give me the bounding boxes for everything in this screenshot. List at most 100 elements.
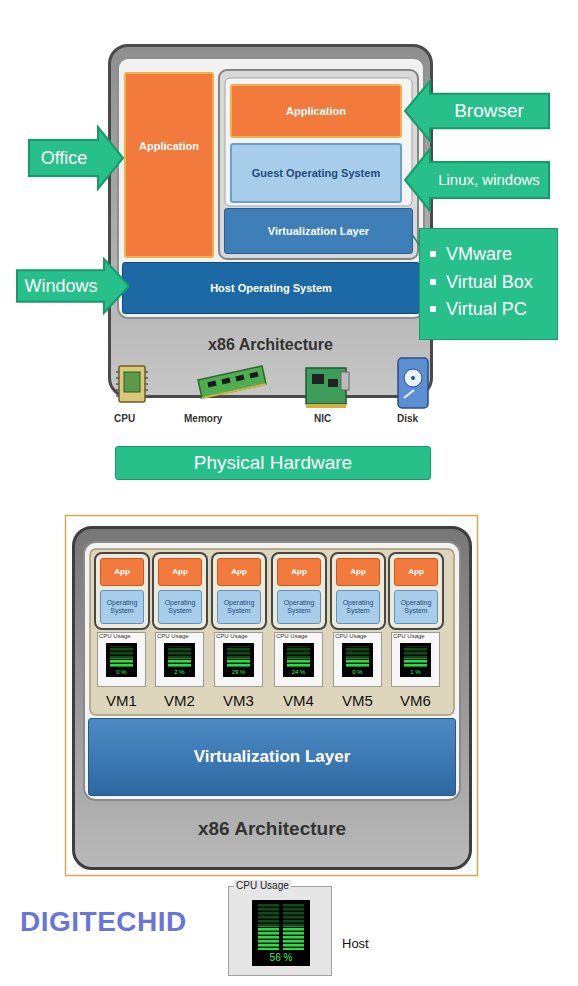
box-text: App: [350, 567, 366, 576]
host-widget-screen: [252, 900, 310, 966]
nic-contacts: [306, 404, 346, 408]
usage-bars-idle: [258, 904, 279, 926]
monitor-title: CPU Usage: [393, 633, 425, 640]
box-text: Operating System: [159, 599, 201, 615]
box-text: App: [231, 567, 247, 576]
os-box: Operating System: [394, 590, 438, 624]
vm-column: [389, 553, 443, 687]
nic-chip: [328, 379, 338, 387]
os-box: Operating System: [158, 590, 202, 624]
host-cpu-monitor: CPU Usage56 %: [228, 880, 332, 976]
usage-bars-active: [258, 926, 279, 950]
callout-arrow-shape: [405, 149, 549, 211]
host-widget-frame: [229, 887, 332, 976]
box-text: Host Operating System: [210, 282, 332, 295]
cpu-icon: [116, 366, 148, 402]
architecture-frame: x86 ArchitectureApplicationApplicationGu…: [108, 44, 433, 398]
os-box: Operating System: [277, 590, 321, 624]
host-label: Host: [342, 937, 369, 952]
cpu-usage-monitor: CPU Usage24 %VM4: [274, 632, 323, 687]
box-text: App: [408, 567, 424, 576]
disk-arm: [404, 390, 414, 398]
bullet-mark: [430, 279, 436, 285]
usage-bars-active: [283, 926, 304, 950]
box-text: Virtualization Layer: [194, 747, 351, 767]
vm-column: [95, 553, 149, 687]
box-text: Application: [286, 105, 346, 118]
box-text: Operating System: [395, 599, 437, 615]
hardware-label: Disk: [397, 413, 418, 425]
box-text: Operating System: [278, 599, 320, 615]
cpu-usage-monitor: CPU Usage0 %VM1: [97, 632, 146, 687]
vm-column: [212, 553, 266, 687]
cpu-usage-monitor: CPU Usage0 %VM5: [333, 632, 382, 687]
hardware-label: NIC: [314, 413, 331, 425]
callout-arrow-shape: [29, 127, 123, 189]
usage-percent: 56 %: [252, 952, 310, 964]
os-box: Operating System: [100, 590, 144, 624]
box-text: Physical Hardware: [194, 452, 352, 474]
list-row: Virtual Box: [430, 271, 551, 294]
usage-percent: 2 %: [164, 669, 195, 676]
app-box: App: [394, 558, 438, 586]
app-box: App: [217, 558, 261, 586]
vm-name: VM4: [268, 692, 329, 709]
box-text: Operating System: [337, 599, 379, 615]
hardware-label: CPU: [114, 413, 135, 425]
vm-name: VM6: [385, 692, 446, 709]
cpu-usage-monitor: CPU Usage1 %VM6: [391, 632, 440, 687]
monitor-title: CPU Usage: [99, 633, 131, 640]
disk-body: [398, 358, 428, 408]
hypervisor-list-box: VMwareVirtual BoxVirtual PC: [419, 228, 558, 340]
host-panel: [118, 58, 424, 318]
host-os-band: Host Operating System: [122, 262, 420, 314]
app-box: App: [277, 558, 321, 586]
cpu-usage-monitor: CPU Usage29 %VM3: [214, 632, 263, 687]
disk-icon: [398, 358, 428, 408]
monitor-title: CPU Usage: [216, 633, 248, 640]
callout-arrow-shape: [17, 259, 129, 313]
callout-text: Office: [30, 140, 98, 176]
usage-percent: 1 %: [400, 669, 431, 676]
vm-name: VM5: [327, 692, 388, 709]
hardware-label: Memory: [184, 413, 222, 425]
nic-icon: [306, 368, 349, 408]
list-row: Virtual PC: [430, 298, 551, 321]
box-text: Operating System: [101, 599, 143, 615]
callout-arrow-shape: [405, 81, 549, 141]
monitor-title: CPU Usage: [335, 633, 367, 640]
os-box: Operating System: [217, 590, 261, 624]
cpu-pins: [116, 372, 148, 396]
disk-spindle: [411, 376, 415, 380]
cpu-die: [124, 372, 140, 392]
vm-name: VM1: [91, 692, 152, 709]
nic-chip: [312, 374, 324, 384]
monitor-title: CPU Usage: [157, 633, 189, 640]
app-box: App: [158, 558, 202, 586]
box-text: Operating System: [218, 599, 260, 615]
callout-arrow: Browser: [404, 80, 550, 142]
nic-board: [306, 368, 346, 404]
monitor-title: CPU Usage: [276, 633, 308, 640]
bullet-mark: [430, 306, 436, 312]
list-item: Virtual Box: [446, 271, 533, 294]
usage-percent: 0 %: [342, 669, 373, 676]
usage-percent: 0 %: [106, 669, 137, 676]
vm-row-panel: [90, 549, 454, 715]
usage-bars-idle: [283, 904, 304, 926]
usage-percent: 29 %: [223, 669, 254, 676]
bullet-mark: [430, 251, 436, 257]
os-box: Operating System: [336, 590, 380, 624]
usage-percent: 24 %: [283, 669, 314, 676]
list-row: VMware: [430, 243, 551, 266]
virtual-machine-frame: [219, 70, 418, 259]
callout-text: Browser: [430, 94, 548, 129]
callout-arrow: Linux, windows: [404, 148, 550, 212]
application-box: Application: [230, 84, 402, 138]
server-panel: [84, 542, 460, 800]
vm-column: [331, 553, 385, 687]
application-box: Application: [124, 72, 214, 258]
hardware-bar: Physical Hardware: [115, 446, 431, 480]
list-item: VMware: [446, 243, 512, 266]
